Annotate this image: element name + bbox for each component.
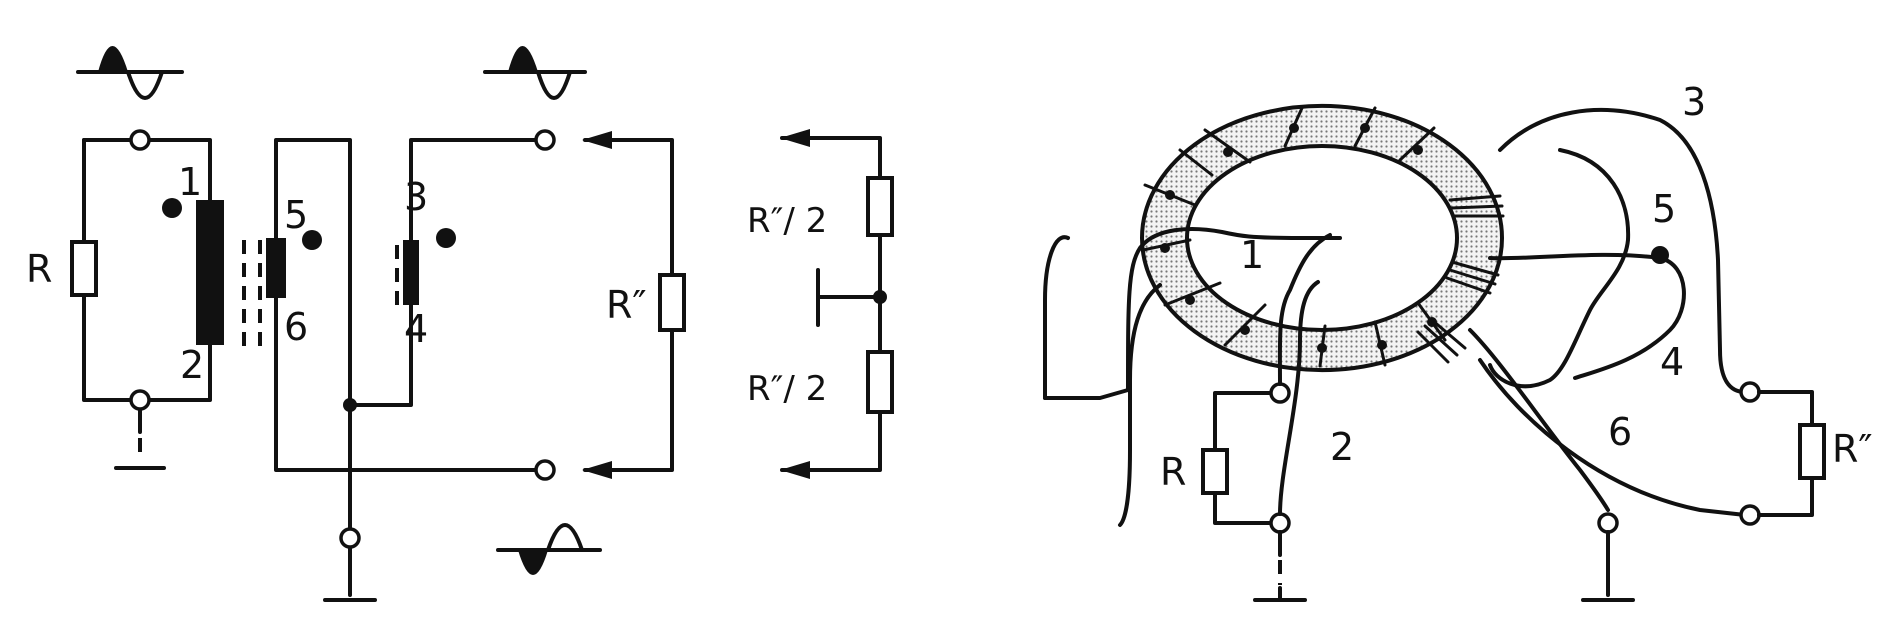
resistor-half-bottom-label: R″/ 2 xyxy=(747,369,827,409)
toroid-rpp-bottom-terminal xyxy=(1739,504,1761,526)
winding-5-dot xyxy=(302,230,322,250)
toroid-turn-dots xyxy=(1160,123,1437,353)
load-circuit xyxy=(582,131,674,479)
input-waveform-icon xyxy=(76,46,184,100)
winding-3-label: 3 xyxy=(404,175,428,219)
left-schematic: R 1 2 5 6 3 4 xyxy=(26,46,894,602)
wire-1 xyxy=(1126,227,1342,392)
winding-1-label: 1 xyxy=(178,160,202,204)
winding-3-4 xyxy=(403,240,419,305)
wire-3 xyxy=(1498,108,1747,394)
toroid-wire-label-1: 1 xyxy=(1240,233,1264,277)
winding-1-2 xyxy=(196,200,224,345)
resistor-half-top xyxy=(866,176,894,237)
toroid-r-bottom-terminal xyxy=(1269,512,1291,534)
winding-2-label: 2 xyxy=(180,343,204,387)
toroid-resistor-r xyxy=(1201,448,1229,495)
winding-5-label: 5 xyxy=(284,193,308,237)
toroid-wire-label-3: 3 xyxy=(1682,80,1706,124)
toroid-secondary-turns xyxy=(1416,194,1505,364)
toroid-r-top-terminal xyxy=(1269,382,1291,404)
resistor-r-label: R xyxy=(26,247,52,291)
toroid-wire-label-6: 6 xyxy=(1608,410,1632,454)
toroid-resistor-rpp-label: R″ xyxy=(1832,427,1873,471)
primary-bottom-terminal xyxy=(129,389,151,411)
secondary-circuit xyxy=(274,129,556,602)
toroid-junction xyxy=(1651,246,1669,264)
toroid-resistor-r-label: R xyxy=(1160,450,1186,494)
wire-4 xyxy=(1488,252,1686,380)
resistor-half-bottom xyxy=(866,350,894,414)
winding-3-dot xyxy=(436,228,456,248)
wire-6 xyxy=(1468,328,1610,512)
primary-top-terminal xyxy=(129,129,151,151)
toroid-resistor-rpp xyxy=(1798,423,1826,480)
resistor-half-top-label: R″/ 2 xyxy=(747,201,827,241)
winding-4-label: 4 xyxy=(404,307,428,351)
toroid-drawing: R R″ 1 2 3 4 5 6 xyxy=(1043,80,1873,602)
resistor-r xyxy=(70,240,98,297)
winding-5-6 xyxy=(266,238,286,298)
output-bottom-terminal xyxy=(534,459,556,481)
resistor-load xyxy=(658,273,686,332)
split-load-circuit xyxy=(780,129,887,479)
primary-circuit xyxy=(82,129,212,470)
winding-6-label: 6 xyxy=(284,305,308,349)
output-waveform-top-icon xyxy=(483,46,587,100)
toroid-center-terminal xyxy=(1597,512,1619,534)
toroid-wire-label-5: 5 xyxy=(1652,187,1676,231)
output-waveform-bottom-icon xyxy=(496,523,602,575)
wire-5 xyxy=(1488,148,1631,389)
toroid-wire-label-4: 4 xyxy=(1660,340,1684,384)
toroid-wire-label-2: 2 xyxy=(1330,425,1354,469)
output-top-terminal xyxy=(534,129,556,151)
winding-1-dot xyxy=(162,198,182,218)
wire-2 xyxy=(1118,283,1162,527)
toroid-rpp-top-terminal xyxy=(1739,381,1761,403)
center-tap-terminal xyxy=(339,527,361,549)
resistor-load-label: R″ xyxy=(606,283,647,327)
